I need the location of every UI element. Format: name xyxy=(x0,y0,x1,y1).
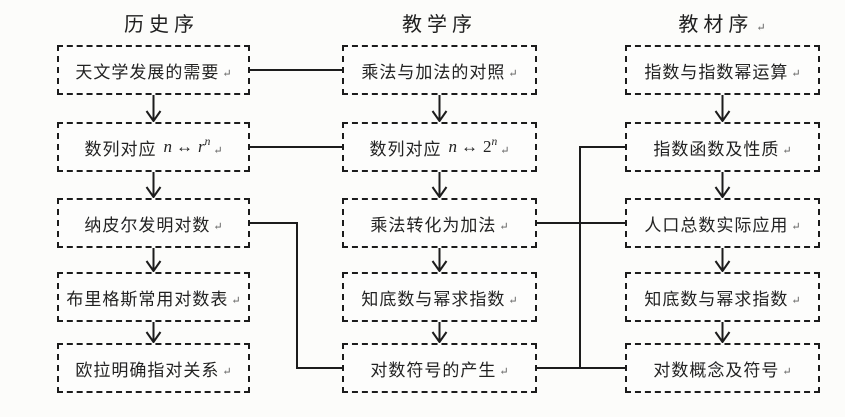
box-label: 布里格斯常用对数表 xyxy=(66,289,229,309)
down-arrow-icon xyxy=(431,110,448,123)
box-label: 知底数与幂求指数 xyxy=(644,289,789,309)
double-arrow-icon: ↔ xyxy=(461,137,479,156)
teaching-box-4: 知底数与幂求指数↵ xyxy=(342,272,537,322)
box-label: 人口总数实际应用 xyxy=(644,215,789,235)
paragraph-mark: ↵ xyxy=(791,220,801,233)
column-header-teaching: 教学序 xyxy=(351,8,531,36)
math-variable: n xyxy=(448,137,458,156)
down-arrow-icon xyxy=(431,260,448,273)
header-label: 历史序 xyxy=(124,13,199,36)
textbook-box-3: 人口总数实际应用↵ xyxy=(625,198,820,248)
paragraph-mark: ↵ xyxy=(782,144,792,157)
history-box-1: 天文学发展的需要↵ xyxy=(57,45,250,95)
down-arrow-icon xyxy=(431,331,448,344)
box-label: 乘法与加法的对照 xyxy=(361,62,506,82)
link-textbook2-junction xyxy=(579,146,625,368)
paragraph-mark: ↵ xyxy=(791,294,801,307)
box-label: 对数符号的产生 xyxy=(370,360,497,380)
box-label: 乘法转化为加法 xyxy=(370,215,497,235)
double-arrow-icon: ↔ xyxy=(175,137,193,156)
paragraph-mark: ↵ xyxy=(213,220,223,233)
math-base: r xyxy=(197,137,205,156)
down-arrow-icon xyxy=(714,186,731,199)
history-box-5: 欧拉明确指对关系↵ xyxy=(57,343,250,393)
box-label: 数列对应 xyxy=(369,139,442,159)
box-label: 天文学发展的需要 xyxy=(75,62,220,82)
paragraph-mark: ↵ xyxy=(499,365,509,378)
teaching-box-1: 乘法与加法的对照↵ xyxy=(342,45,537,95)
teaching-box-5: 对数符号的产生↵ xyxy=(342,343,537,393)
header-label: 教学序 xyxy=(402,13,477,36)
teaching-box-3: 乘法转化为加法↵ xyxy=(342,198,537,248)
box-label: 欧拉明确指对关系 xyxy=(75,360,220,380)
box-label: 指数函数及性质 xyxy=(653,139,780,159)
paragraph-mark: ↵ xyxy=(508,67,518,80)
textbook-box-4: 知底数与幂求指数↵ xyxy=(625,272,820,322)
box-label: 对数概念及符号 xyxy=(653,360,780,380)
down-arrow-icon xyxy=(145,186,162,199)
box-label: 纳皮尔发明对数 xyxy=(84,215,211,235)
math-variable: n xyxy=(163,137,172,156)
down-arrow-icon xyxy=(145,110,162,123)
paragraph-mark: ↵ xyxy=(508,294,518,307)
textbook-box-1: 指数与指数幂运算↵ xyxy=(625,45,820,95)
history-box-4: 布里格斯常用对数表↵ xyxy=(57,272,250,322)
paragraph-mark: ↵ xyxy=(782,365,792,378)
box-label: 数列对应 xyxy=(84,139,157,159)
paragraph-mark: ↵ xyxy=(222,67,232,80)
down-arrow-icon xyxy=(714,260,731,273)
box-label: 指数与指数幂运算 xyxy=(644,62,789,82)
down-arrow-icon xyxy=(145,260,162,273)
paragraph-mark: ↵ xyxy=(500,144,510,157)
math-superscript: n xyxy=(491,136,498,148)
down-arrow-icon xyxy=(714,110,731,123)
link-history3-teaching5 xyxy=(250,222,342,369)
paragraph-mark: ↵ xyxy=(791,67,801,80)
paragraph-mark: ↵ xyxy=(499,220,509,233)
down-arrow-icon xyxy=(431,186,448,199)
header-label: 教材序 xyxy=(678,13,754,36)
math-base: 2 xyxy=(483,137,492,156)
paragraph-mark: ↵ xyxy=(231,294,241,307)
box-label: 知底数与幂求指数 xyxy=(361,289,506,309)
textbook-box-2: 指数函数及性质↵ xyxy=(625,122,820,172)
history-box-3: 纳皮尔发明对数↵ xyxy=(57,198,250,248)
math-superscript: n xyxy=(204,136,211,148)
paragraph-mark: ↵ xyxy=(756,21,766,34)
paragraph-mark: ↵ xyxy=(222,365,232,378)
paragraph-mark: ↵ xyxy=(213,144,223,157)
column-header-history: 历史序 xyxy=(73,8,253,36)
column-header-textbook: 教材序↵ xyxy=(632,8,812,36)
textbook-box-5: 对数概念及符号↵ xyxy=(625,343,820,393)
down-arrow-icon xyxy=(145,331,162,344)
down-arrow-icon xyxy=(714,331,731,344)
